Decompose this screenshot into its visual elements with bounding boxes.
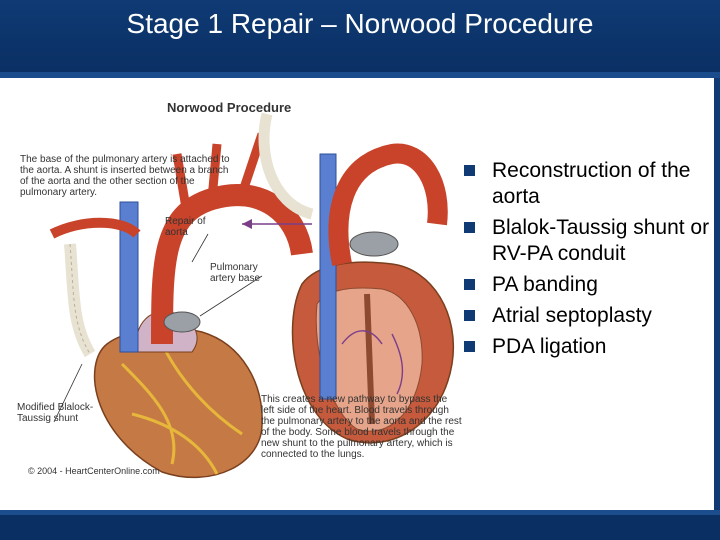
heart-diagram [49,112,455,479]
square-bullet-icon [464,222,475,233]
label-repair-of-aorta: Repair of aorta [165,216,206,238]
bullet-item: PDA ligation [462,334,712,360]
caption-base: The base of the pulmonary artery is atta… [20,154,230,198]
copyright-notice: © 2004 - HeartCenterOnline.com [28,466,160,476]
square-bullet-icon [464,341,475,352]
footer-bar [0,510,720,540]
label-pulmonary-artery-base: Pulmonary artery base [210,262,261,284]
bullet-item: Blalok-Taussig shunt or RV-PA conduit [462,215,712,267]
square-bullet-icon [464,279,475,290]
square-bullet-icon [464,310,475,321]
caption-new-pathway: This creates a new pathway to bypass the… [261,394,462,460]
bullet-item: Reconstruction of the aorta [462,158,712,210]
norwood-illustration: Norwood Procedure The base of the pulmon… [12,94,466,486]
label-modified-shunt: Modified Blalock-Taussig shunt [17,402,94,424]
side-strip [714,78,720,510]
bullet-list: Reconstruction of the aorta Blalok-Tauss… [462,158,712,365]
title-bar [0,0,720,78]
bullet-item: Atrial septoplasty [462,303,712,329]
slide-title: Stage 1 Repair – Norwood Procedure [126,8,594,39]
square-bullet-icon [464,165,475,176]
figure-title: Norwood Procedure [167,100,292,115]
bullet-item: PA banding [462,272,712,298]
